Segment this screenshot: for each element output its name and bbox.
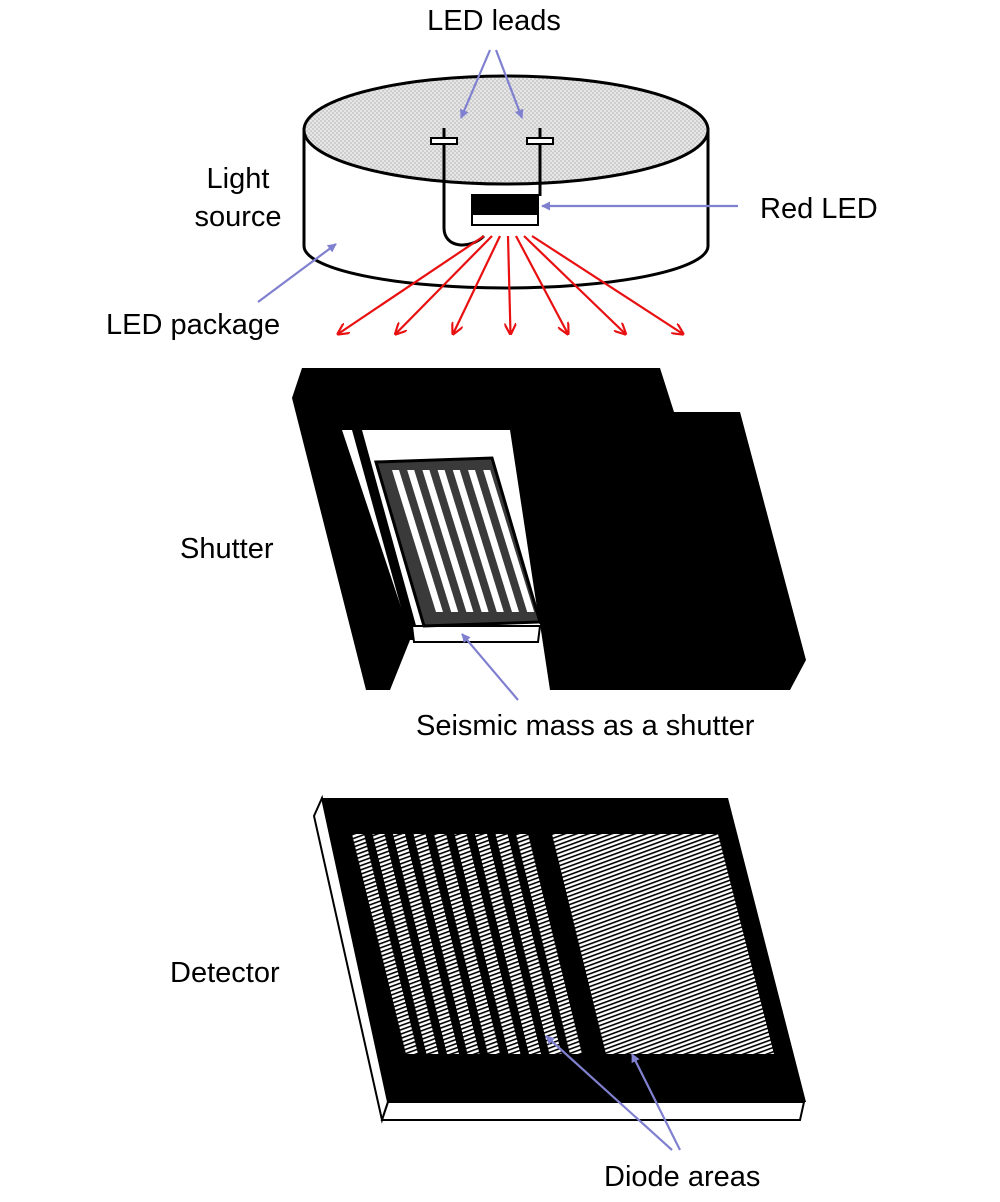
diode-stripe [475,834,541,1054]
shutter-slits [392,470,535,612]
label-red-led: Red LED [760,193,878,225]
label-seismic-mass: Seismic mass as a shutter [416,710,755,742]
label-led-package: LED package [106,309,280,341]
diode-stripe [454,834,521,1054]
light-ray [508,235,511,334]
detector-assembly [312,794,806,1124]
light-ray [453,235,501,334]
label-light-source-line1: Light [207,163,270,195]
shutter-housing-left [292,368,806,690]
label-light-source-line2: source [194,201,281,233]
diode-areas-pointer-right [631,1053,681,1151]
label-shutter: Shutter [180,533,274,565]
diode-stripe [516,834,582,1054]
shutter-assembly [292,368,806,690]
shutter-slit [452,470,504,612]
diode-area-large [552,834,774,1054]
shutter-slit [468,470,519,612]
diode-stripe [393,834,459,1054]
led-package-top [302,74,710,186]
diode-stripe [413,834,480,1054]
light-ray [531,235,683,334]
shutter-slit [483,470,535,612]
diode-stripe [372,834,439,1054]
diode-stripe [434,834,500,1054]
diode-stripe [352,834,418,1054]
shutter-slit [407,470,459,612]
diode-stripes [352,834,582,1054]
diode-stripe [495,834,562,1054]
shutter-slit [392,470,443,612]
light-ray [523,235,626,334]
led-package-pointer [257,243,337,303]
light-ray [338,235,485,334]
diode-areas-pointer-left [545,1035,673,1151]
light-ray [515,235,568,334]
pointer-arrows [257,49,738,1151]
shutter-slit [437,470,489,612]
led-leads-pointer-right [494,49,524,119]
seismic-mass-pointer [461,633,519,701]
led-leads-pointer-left [459,49,492,119]
label-diode-areas: Diode areas [604,1161,760,1193]
seismic-mass-base [410,625,542,643]
detector-side-bottom [380,1101,806,1121]
shutter-slit [422,470,474,612]
label-detector: Detector [170,957,280,989]
led-lead-right [526,128,554,196]
light-rays [338,235,683,334]
light-ray [396,235,493,334]
label-led-leads: LED leads [427,5,561,37]
